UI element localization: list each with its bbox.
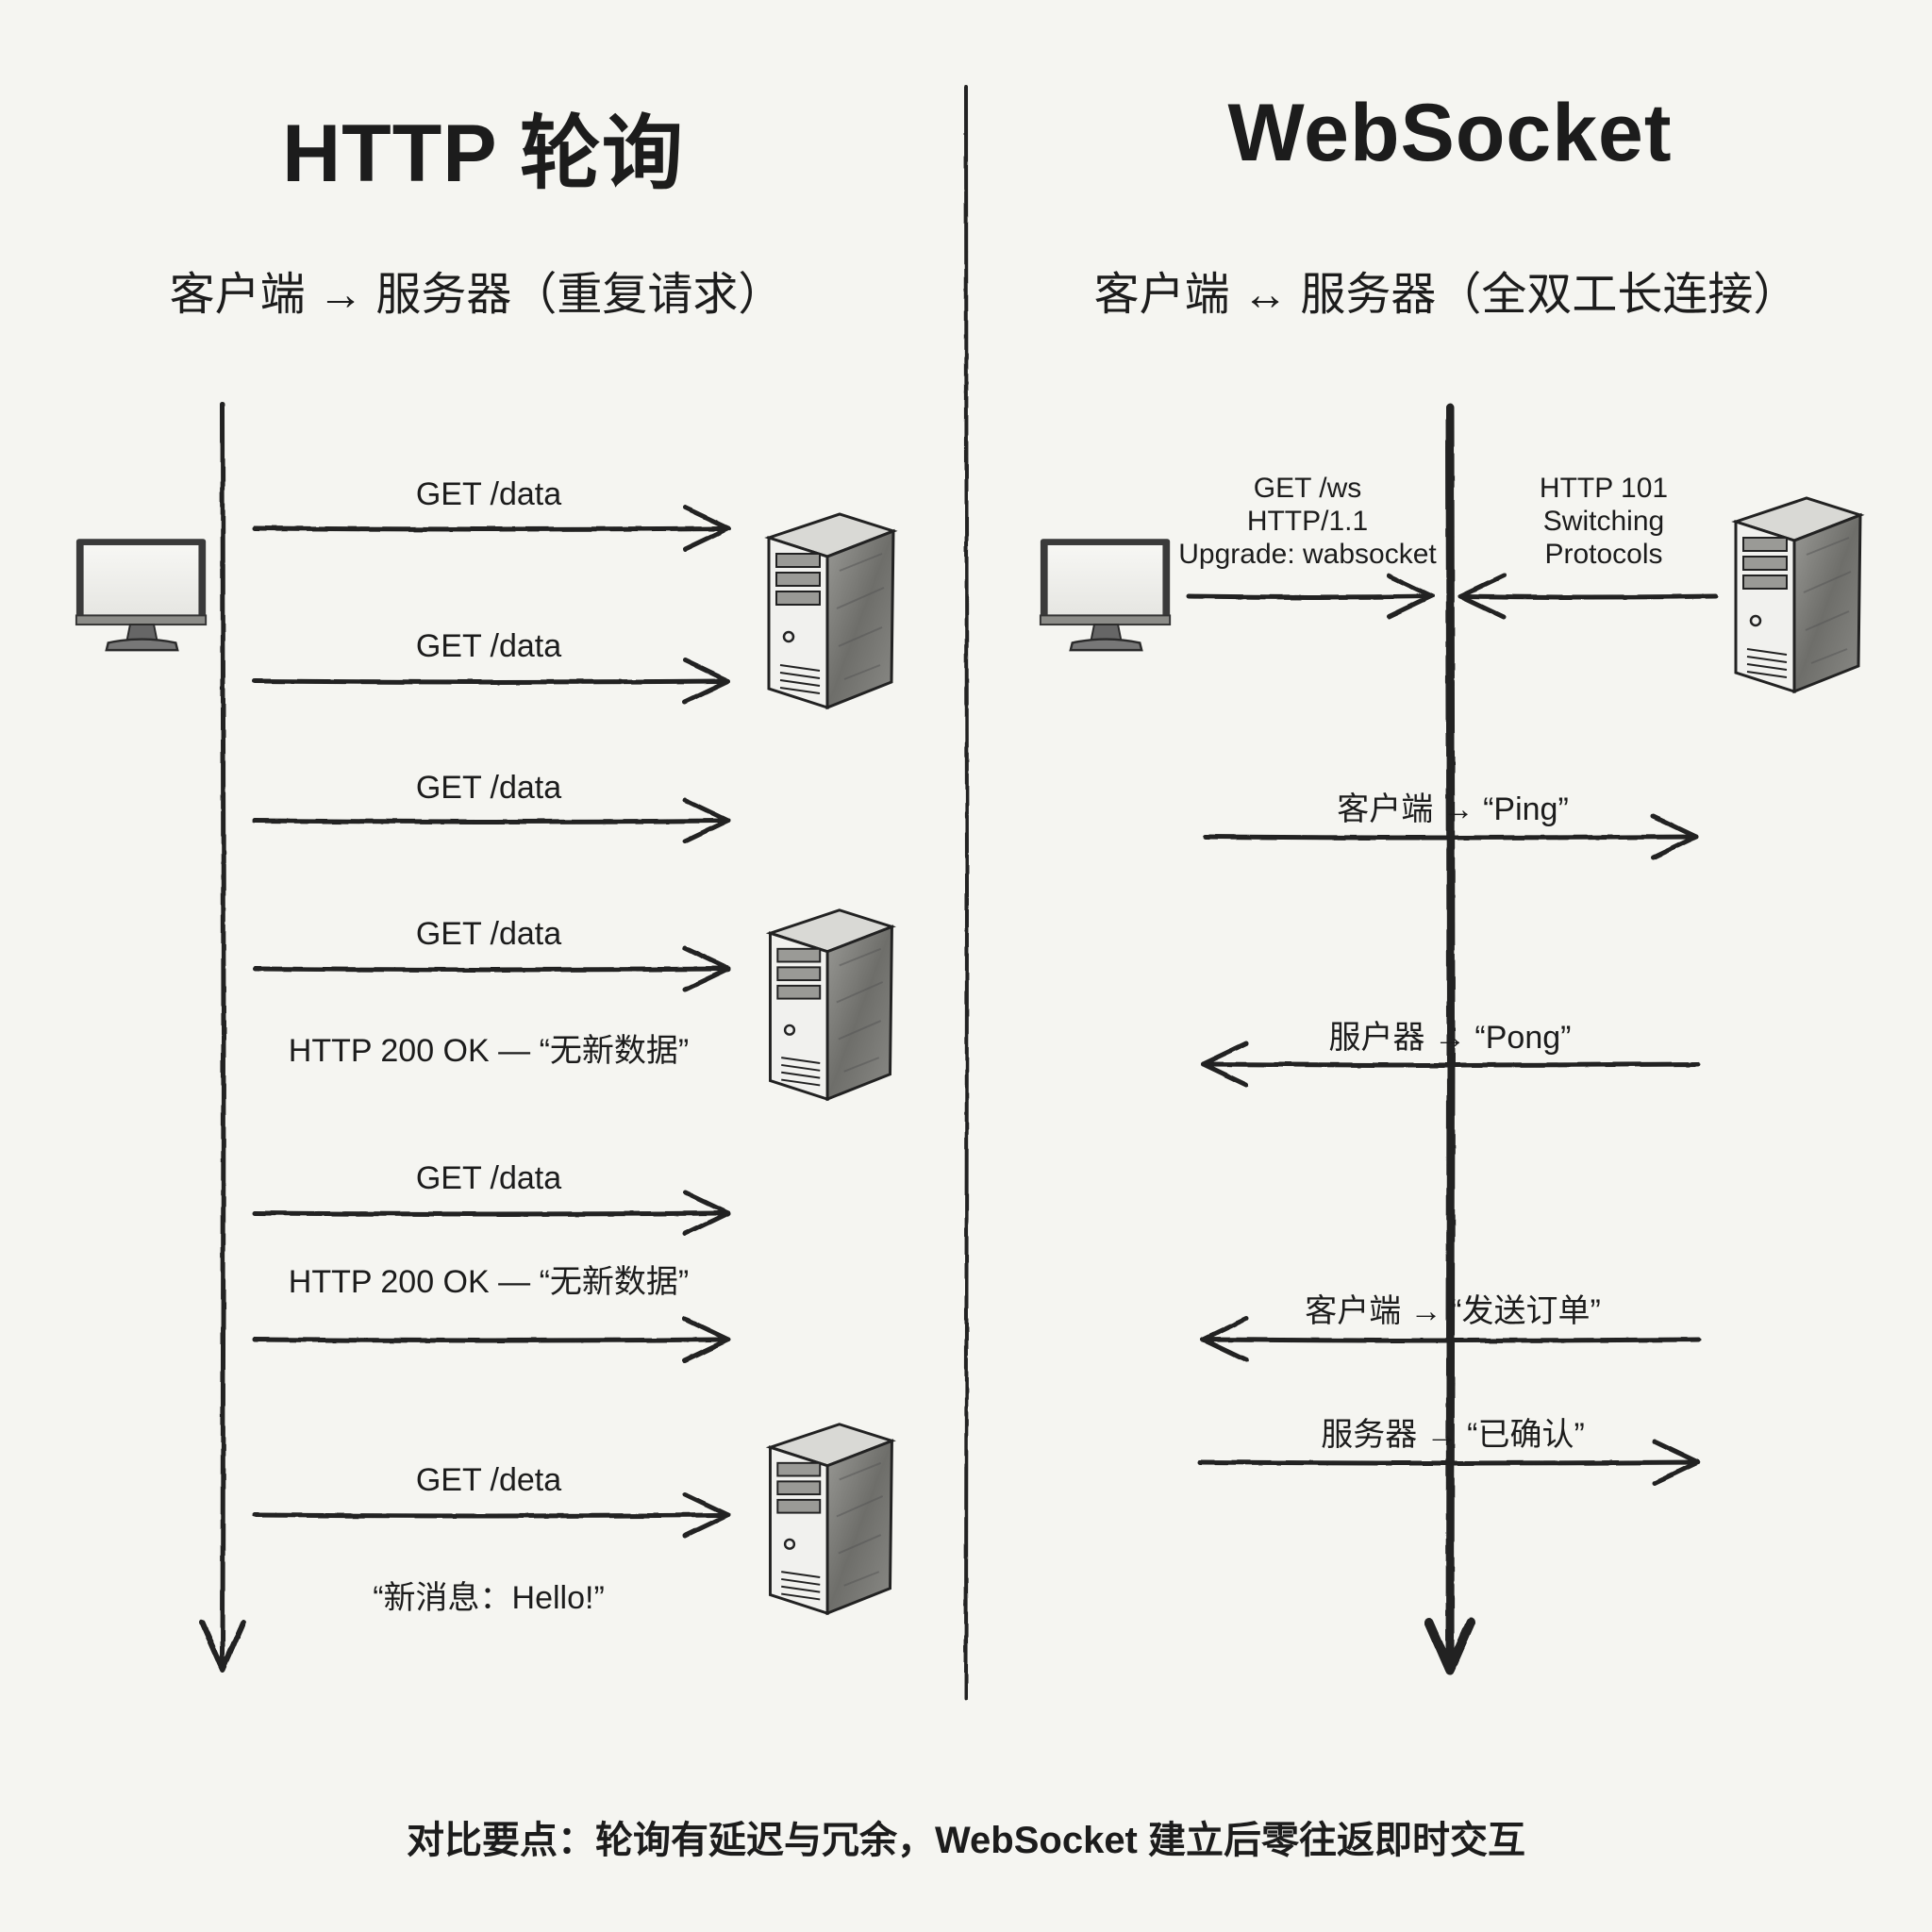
ack-arrow [1197, 1459, 1701, 1466]
ping-arrow [1203, 834, 1699, 841]
response-label: HTTP 200 OK — “无新数据” [288, 1264, 690, 1300]
server-tower-icon [768, 1423, 893, 1615]
order-arrow [1200, 1337, 1701, 1343]
websocket-timeline-head [1424, 1618, 1475, 1674]
comparison-summary: 对比要点：轮询有延迟与冗余，WebSocket 建立后零往返即时交互 [407, 1820, 1525, 1861]
response-label: HTTP 200 OK — “无新数据” [288, 1033, 690, 1069]
request-label: GET /data [415, 476, 562, 512]
server-tower-icon [768, 908, 893, 1101]
request-arrow [252, 1337, 731, 1343]
websocket-title: WebSocket [1227, 88, 1673, 178]
request-arrow-head [682, 505, 731, 552]
server-tower-icon [1734, 496, 1862, 693]
ping-arrow-head [1650, 813, 1699, 860]
ws-message-label: 服户器 → “Pong” [1328, 1020, 1572, 1056]
polling-title: HTTP 轮询 [282, 108, 684, 199]
request-arrow [252, 966, 731, 973]
request-label: GET /data [415, 628, 562, 664]
request-label: GET /data [415, 916, 562, 952]
server-tower-icon [767, 512, 895, 709]
handshake-response-line: Switching [1542, 506, 1665, 537]
websocket-subtitle: 客户端 ↔ 服务器（全双工长连接） [1093, 270, 1799, 320]
request-label: GET /data [415, 1160, 562, 1196]
handshake-request-line: HTTP/1.1 [1246, 506, 1369, 537]
handshake-request-line: GET /ws [1253, 473, 1362, 504]
handshake-response-arrow [1457, 593, 1718, 600]
request-arrow [252, 1512, 731, 1519]
websocket-timeline [1445, 403, 1456, 1674]
handshake-request-line: Upgrade: wabsocket [1178, 539, 1437, 570]
client-monitor-icon [75, 537, 208, 652]
pong-arrow [1200, 1061, 1701, 1068]
request-label: GET /data [415, 770, 562, 806]
polling-timeline-head [199, 1620, 246, 1673]
request-arrow-head [682, 1491, 731, 1539]
request-arrow [252, 525, 731, 532]
handshake-request-arrow [1186, 593, 1435, 600]
request-arrow-head [682, 945, 731, 992]
order-arrow-head [1200, 1316, 1249, 1363]
ack-arrow-head [1652, 1439, 1701, 1486]
handshake-response-arrow-head [1457, 573, 1507, 620]
request-arrow [252, 818, 731, 824]
client-monitor-icon [1039, 537, 1172, 652]
panel-divider [964, 85, 969, 1700]
ws-message-label: 服务器 → “已确认” [1321, 1417, 1585, 1453]
polling-timeline [220, 401, 226, 1673]
ws-message-label: 客户端 → “发送订单” [1305, 1293, 1601, 1329]
request-arrow-head [682, 1316, 731, 1363]
polling-subtitle: 客户端 → 服务器（重复请求） [169, 270, 784, 320]
request-label: GET /deta [415, 1462, 562, 1498]
request-arrow [252, 678, 731, 685]
request-arrow-head [682, 797, 731, 844]
request-arrow-head [682, 658, 731, 705]
ws-message-label: 客户端 → “Ping” [1337, 791, 1569, 827]
request-arrow-head [682, 1190, 731, 1237]
handshake-response-line: HTTP 101 [1539, 473, 1669, 504]
request-arrow [252, 1210, 731, 1217]
message-label: “新消息：Hello!” [373, 1580, 605, 1616]
handshake-request-arrow-head [1386, 573, 1435, 620]
handshake-response-line: Protocols [1544, 539, 1663, 570]
pong-arrow-head [1200, 1041, 1249, 1088]
